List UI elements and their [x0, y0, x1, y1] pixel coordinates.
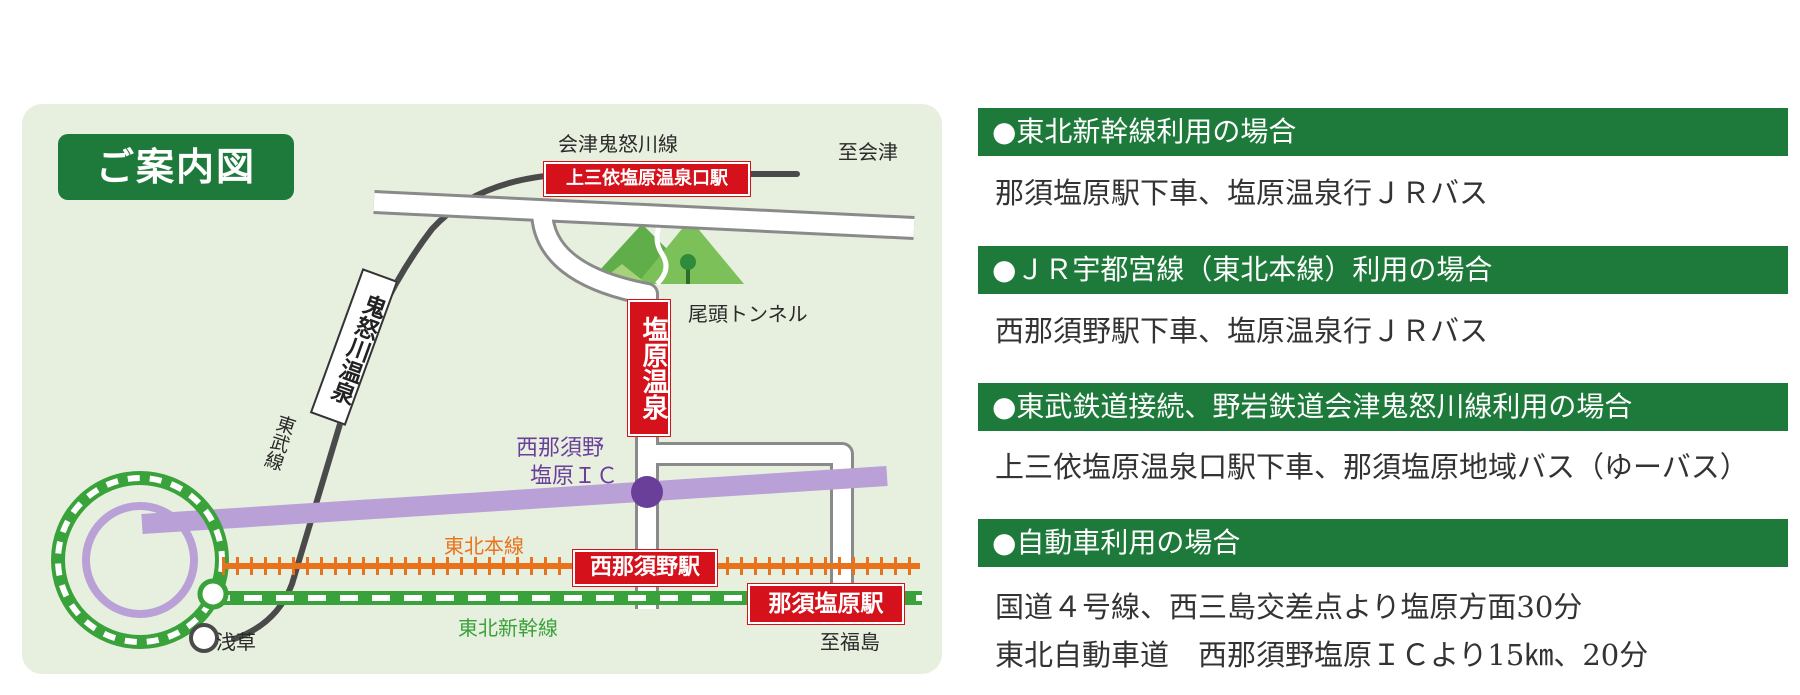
to-fukushima-label: 至福島 — [820, 630, 880, 654]
aizu-kinugawa-line-label: 会津鬼怒川線 — [558, 132, 678, 156]
map-title: ご案内図 — [58, 134, 294, 200]
access-text-car-expressway: 東北自動車道 西那須野塩原ＩＣより15㎞、20分 — [995, 638, 1649, 672]
access-heading-tobu-yagan: ●東武鉄道接続、野岩鉄道会津鬼怒川線利用の場合 — [978, 383, 1788, 431]
tobu-aizu-line — [231, 171, 800, 642]
access-heading-shinkansen: ●東北新幹線利用の場合 — [978, 108, 1788, 156]
to-aizu-label: 至会津 — [838, 140, 898, 164]
asakusa-label: 浅草 — [216, 630, 256, 654]
kamimiyori-station-sign: 上三依塩原温泉口駅 — [544, 162, 750, 196]
nishinasuno-station-sign: 西那須野駅 — [573, 550, 717, 586]
loop-station-marker — [197, 578, 229, 610]
nasushiobara-station-sign: 那須塩原駅 — [748, 584, 904, 624]
shiobara-onsen-sign: 塩原温泉 — [628, 300, 670, 436]
oto-tunnel-label: 尾頭トンネル — [688, 302, 808, 326]
access-text-car-route4: 国道４号線、西三島交差点より塩原方面30分 — [995, 590, 1583, 624]
tohoku-main-line-label: 東北本線 — [444, 534, 524, 558]
nishinasuno-ic-label-line2: 塩原ＩＣ — [530, 464, 619, 489]
asakusa-station-marker — [189, 623, 219, 653]
expressway — [141, 466, 888, 534]
road-network — [373, 190, 915, 609]
nishinasuno-ic-marker — [631, 476, 663, 508]
tokyo-loop — [51, 471, 229, 649]
access-text-shinkansen: 那須塩原駅下車、塩原温泉行ＪＲバス — [995, 176, 1489, 210]
nishinasuno-ic-label-line1: 西那須野 — [516, 436, 605, 461]
access-heading-car: ●自動車利用の場合 — [978, 519, 1788, 567]
access-heading-utsunomiya-line: ●ＪＲ宇都宮線（東北本線）利用の場合 — [978, 246, 1788, 294]
access-map — [51, 171, 922, 653]
access-text-utsunomiya-line: 西那須野駅下車、塩原温泉行ＪＲバス — [995, 314, 1489, 348]
access-text-tobu-yagan: 上三依塩原温泉口駅下車、那須塩原地域バス（ゆーバス） — [995, 450, 1749, 484]
tohoku-shinkansen-label: 東北新幹線 — [458, 616, 558, 640]
